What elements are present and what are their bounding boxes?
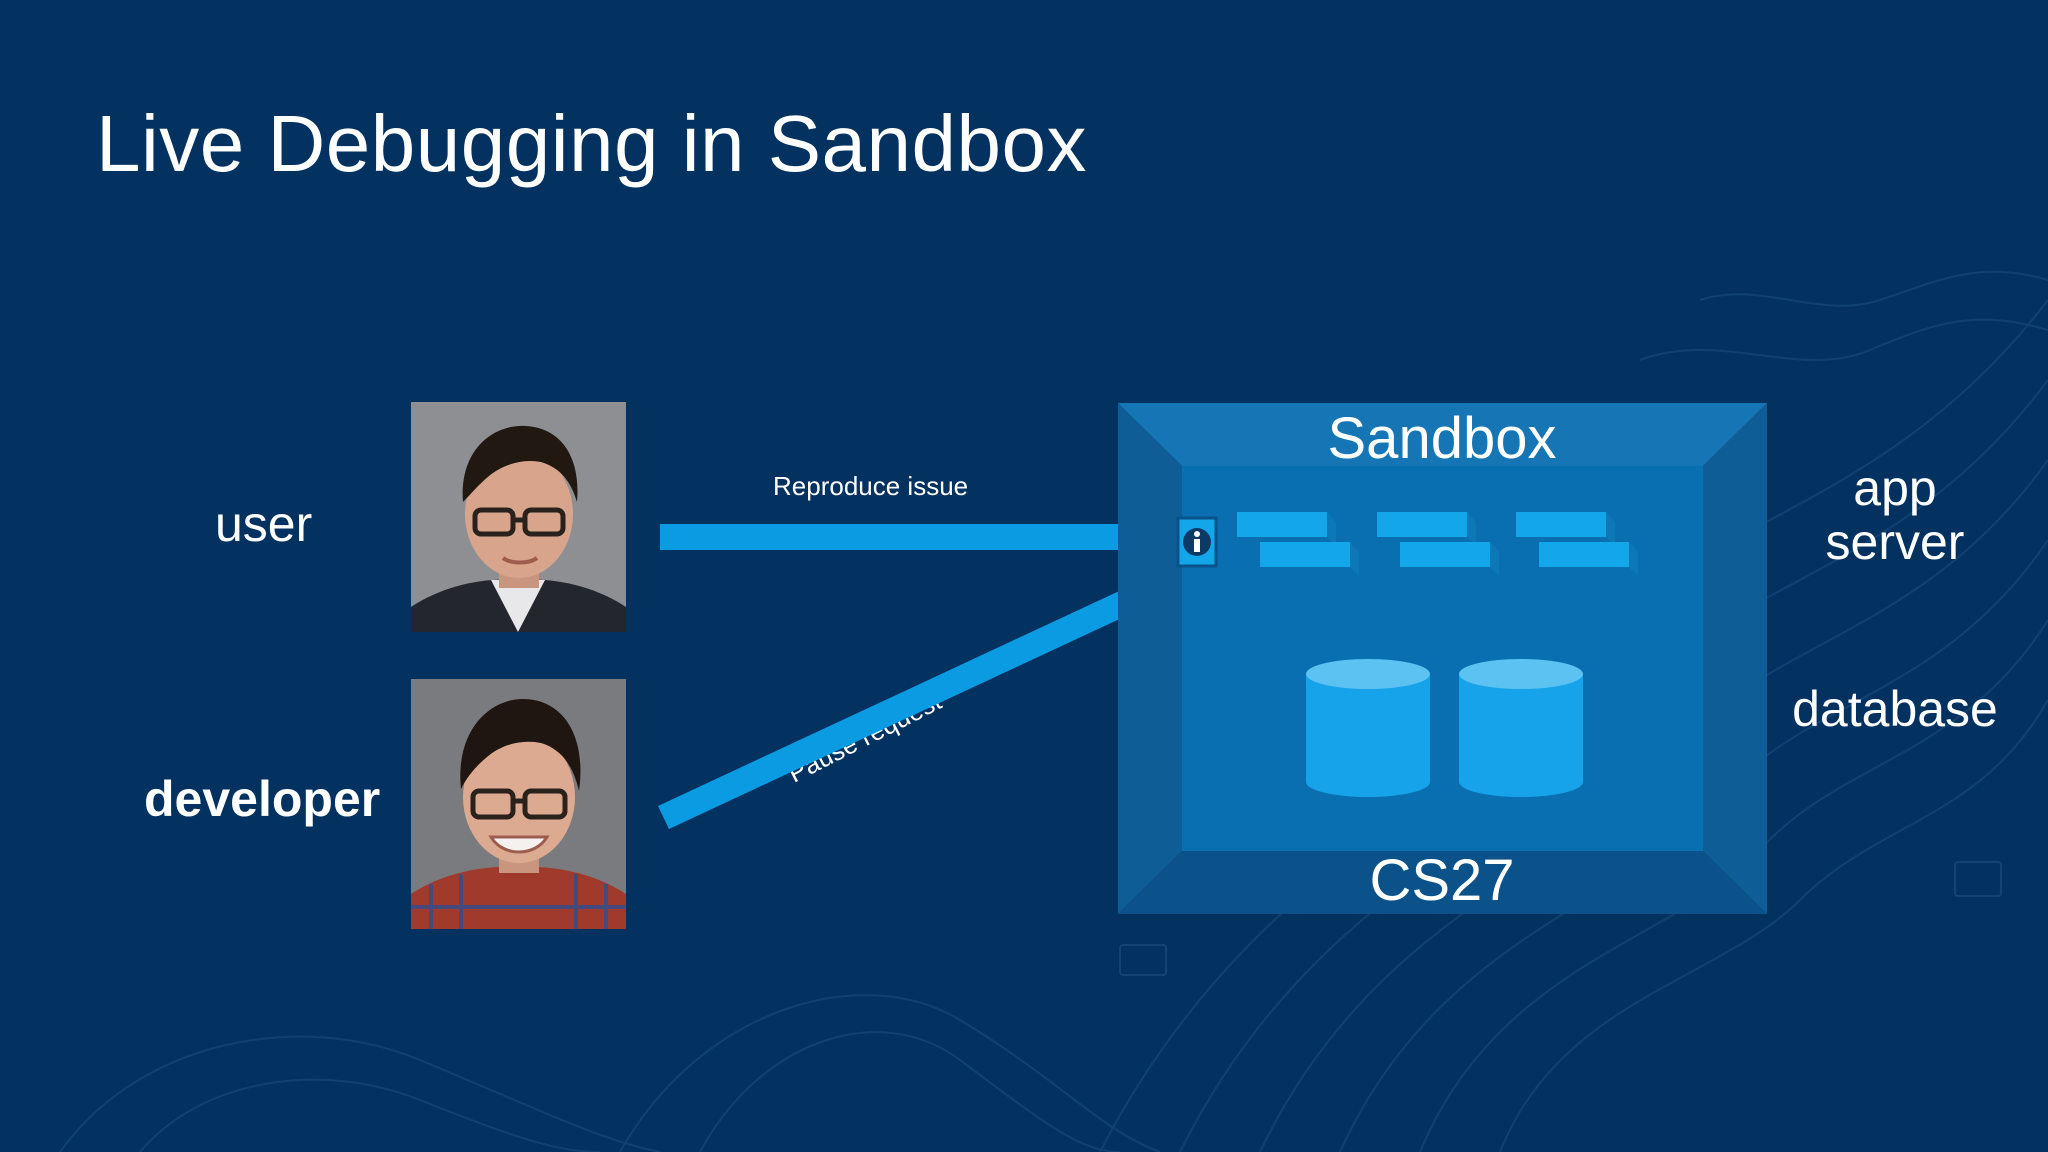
- developer-photo: [411, 679, 626, 929]
- cs27-label: CS27: [1369, 848, 1515, 913]
- developer-label: developer: [144, 771, 381, 827]
- sandbox-box: [1118, 403, 1767, 914]
- server-block: [1237, 512, 1359, 576]
- reproduce-issue-label: Reproduce issue: [773, 471, 969, 501]
- user-photo: [411, 402, 626, 632]
- database-cylinder: [1306, 659, 1430, 797]
- slide-title: Live Debugging in Sandbox: [96, 99, 1088, 188]
- user-label: user: [215, 496, 313, 552]
- database-cylinder: [1459, 659, 1583, 797]
- database-cylinders: [1306, 659, 1583, 797]
- reproduce-issue-arrow: [660, 508, 1182, 566]
- server-block: [1516, 512, 1638, 576]
- database-label: database: [1792, 681, 1998, 737]
- app-server-label: app server: [1825, 460, 1965, 570]
- app-server-blocks: [1237, 512, 1638, 576]
- sandbox-label: Sandbox: [1327, 406, 1557, 471]
- pause-request-arrow: [658, 553, 1186, 829]
- server-block: [1377, 512, 1499, 576]
- info-icon: [1176, 516, 1218, 568]
